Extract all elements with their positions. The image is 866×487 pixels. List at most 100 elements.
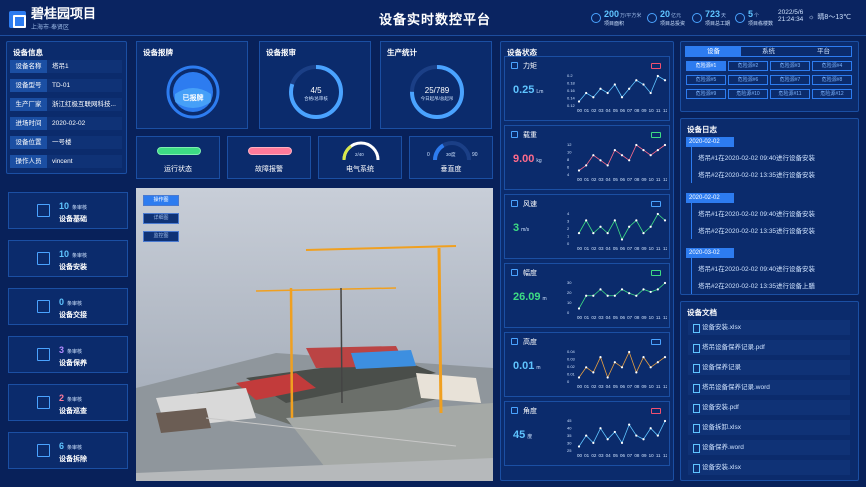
log-item[interactable]: 塔吊#1在2020-02-02 09:40进行设备安装 [698, 211, 816, 218]
alarm-source-9[interactable]: 危险源#9 [686, 89, 726, 99]
log-item[interactable]: 塔吊#1在2020-02-02 09:40进行设备安装 [698, 155, 816, 162]
alarm-source-8[interactable]: 危险源#8 [812, 75, 852, 85]
data-point [663, 356, 667, 359]
production-label: 今日起吊/总起吊 [420, 96, 454, 101]
alarm-source-11[interactable]: 危险源#11 [770, 89, 810, 99]
construction-site-scene [136, 188, 493, 481]
y-tick-label: 0.2 [567, 73, 573, 78]
report-status: 已报牌 [182, 95, 204, 102]
data-point [606, 438, 609, 441]
tab-platform[interactable]: 平台 [817, 48, 830, 55]
alarm-source-2[interactable]: 危险源#2 [728, 61, 768, 71]
x-tick-label: 08 [634, 453, 640, 458]
approval-gauge [289, 65, 343, 119]
doc-item[interactable]: 设备安装.pdf [688, 400, 850, 415]
x-tick-label: 06 [620, 453, 626, 458]
x-tick-label: 06 [620, 177, 626, 182]
tab-device[interactable]: 设备 [686, 47, 741, 56]
site-3d-view[interactable] [136, 188, 493, 481]
info-row-name: 设备名称塔吊1 [10, 60, 122, 73]
alarm-source-5[interactable]: 危险源#5 [686, 75, 726, 85]
alarm-source-6[interactable]: 危险源#6 [728, 75, 768, 85]
calendar-icon [692, 13, 702, 23]
data-point [642, 83, 645, 86]
view-operation-button[interactable]: 操作图 [143, 195, 179, 206]
x-tick-label: 12 [663, 315, 667, 320]
x-tick-label: 12 [663, 177, 667, 182]
x-tick-label: 01 [584, 453, 590, 458]
data-point [649, 290, 652, 294]
data-point [620, 441, 624, 444]
x-tick-label: 00 [577, 177, 583, 182]
alarm-source-10[interactable]: 危险源#10 [728, 89, 768, 99]
log-item[interactable]: 塔吊#2在2020-02-02 13:35进行设备安装 [698, 228, 816, 235]
metric-icon [511, 407, 518, 414]
x-tick-label: 04 [606, 384, 612, 389]
log-item[interactable]: 塔吊#2在2020-02-02 13:35进行设备上膳 [698, 283, 816, 290]
x-tick-label: 00 [577, 315, 583, 320]
data-point [613, 361, 616, 364]
data-point [620, 154, 624, 157]
data-point [606, 376, 609, 379]
doc-item[interactable]: 设备安装.xlsx [688, 460, 850, 475]
doc-item[interactable]: 设备拆卸.xlsx [688, 420, 850, 435]
data-point [628, 423, 631, 426]
x-tick-label: 01 [584, 246, 590, 251]
x-tick-label: 01 [584, 315, 590, 320]
view-detail-button[interactable]: 详细图 [143, 213, 179, 224]
alarm-source-3[interactable]: 危险源#3 [770, 61, 810, 71]
tab-system[interactable]: 系统 [762, 48, 775, 55]
project-brand: 碧桂园项目 上海市·奉贤区 [9, 7, 96, 31]
doc-item[interactable]: 塔吊设备保养记录.word [688, 380, 850, 395]
stat-duration: 723天项目总工期 [692, 9, 730, 27]
x-tick-label: 11 [656, 108, 661, 113]
doc-item[interactable]: 设备安装.xlsx [688, 320, 850, 335]
run-status-box: 运行状态 [136, 136, 220, 179]
alarm-source-1[interactable]: 危险源#1 [686, 61, 726, 71]
battery-icon [651, 339, 661, 345]
y-tick-label: 0.14 [567, 96, 576, 101]
x-tick-label: 05 [613, 246, 619, 251]
metric-icon [511, 131, 518, 138]
doc-item[interactable]: 塔吊设备保养记录.pdf [688, 340, 850, 355]
x-tick-label: 08 [634, 246, 640, 251]
view-monitor-button[interactable]: 监控图 [143, 231, 179, 242]
data-point [635, 371, 638, 374]
y-tick-label: 0.04 [567, 349, 576, 354]
alarm-source-12[interactable]: 危险源#12 [812, 89, 852, 99]
log-item[interactable]: 塔吊#1在2020-02-02 09:40进行设备安装 [698, 266, 816, 273]
data-point [635, 79, 638, 82]
header: 碧桂园项目 上海市·奉贤区 设备实时数控平台 200万/平方米项目面积 20亿元… [0, 0, 866, 36]
x-tick-label: 08 [634, 108, 640, 113]
x-tick-label: 10 [649, 246, 655, 251]
y-tick-label: 6 [567, 165, 570, 170]
y-tick-label: 4 [567, 172, 570, 177]
data-point [577, 232, 581, 235]
log-item[interactable]: 塔吊#2在2020-02-02 13:35进行设备安装 [698, 172, 816, 179]
doc-item[interactable]: 设备保养记录 [688, 360, 850, 375]
battery-icon [651, 132, 661, 138]
data-point [635, 143, 638, 147]
alarm-source-4[interactable]: 危险源#4 [812, 61, 852, 71]
doc-item[interactable]: 设备保养.word [688, 440, 850, 455]
battery-icon [651, 408, 661, 414]
data-point [656, 434, 659, 437]
data-point [642, 356, 645, 359]
metric-name: 力矩 [523, 63, 537, 70]
fault-alarm-box: 故障报警 [227, 136, 311, 179]
dismantle-icon [37, 444, 50, 457]
alarm-source-7[interactable]: 危险源#7 [770, 75, 810, 85]
data-point [585, 91, 588, 95]
x-tick-label: 06 [620, 315, 626, 320]
